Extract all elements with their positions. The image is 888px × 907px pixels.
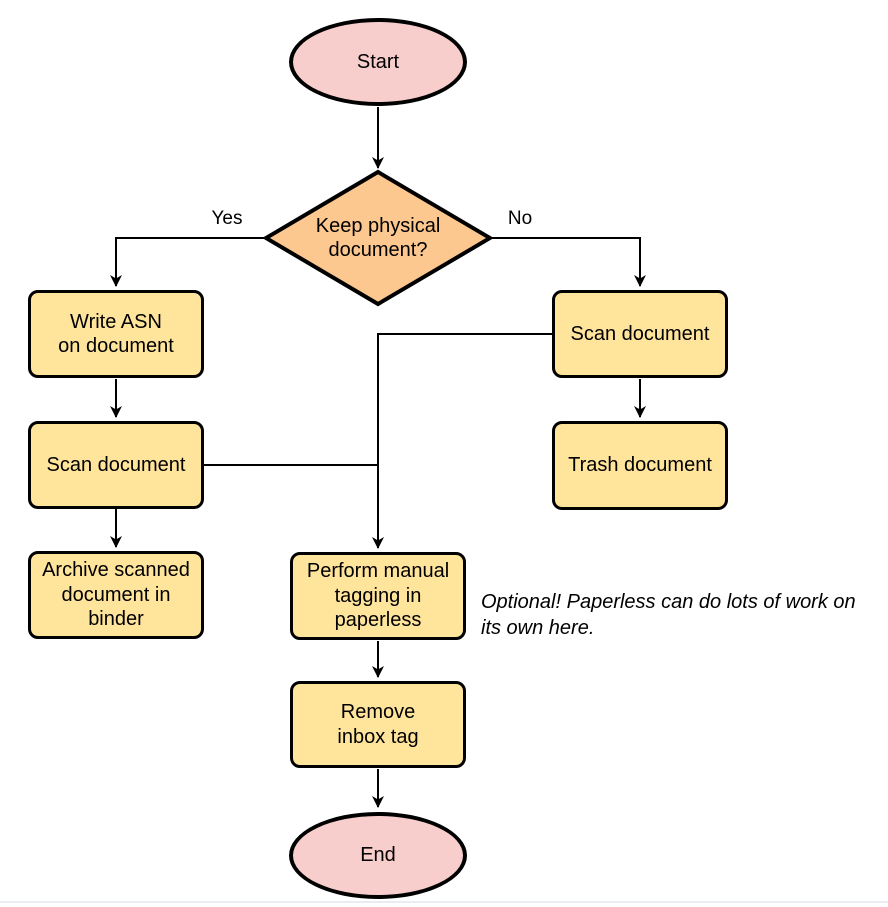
node-start-label: Start (356, 50, 400, 73)
edge-scan-right-to-tagging (372, 333, 552, 549)
decision-diamond-shape (263, 169, 493, 307)
node-trash-label: Trash document (568, 454, 712, 477)
edge-label-yes: Yes (211, 208, 243, 229)
node-scan-right-label: Scan document (570, 322, 710, 345)
bottom-rule (0, 901, 888, 903)
node-archive: Archive scanned document in binder (28, 551, 204, 639)
node-write-asn-label: Write ASN on document (58, 310, 174, 357)
node-tagging-label: Perform manual tagging in paperless (306, 560, 450, 632)
node-write-asn: Write ASN on document (28, 290, 204, 378)
node-scan-right: Scan document (552, 290, 728, 378)
node-remove-inbox-label: Remove inbox tag (337, 701, 419, 748)
node-end-label: End (360, 844, 396, 867)
edge-decision-no-to-scan-right (491, 237, 646, 287)
node-decision-label: Keep physical document? (315, 214, 441, 261)
node-decision: Keep physical document? (263, 169, 493, 307)
node-tagging: Perform manual tagging in paperless (290, 552, 466, 640)
node-trash: Trash document (552, 421, 728, 510)
edge-decision-yes-to-write-asn (110, 237, 265, 287)
node-remove-inbox: Remove inbox tag (290, 681, 466, 768)
node-archive-label: Archive scanned document in binder (42, 559, 190, 631)
annotation-optional-note: Optional! Paperless can do lots of work … (481, 591, 856, 639)
node-scan-left-label: Scan document (46, 453, 186, 476)
node-start: Start (289, 18, 467, 106)
edge-label-no: No (507, 208, 533, 229)
node-scan-left: Scan document (28, 421, 204, 509)
node-end: End (289, 812, 467, 899)
